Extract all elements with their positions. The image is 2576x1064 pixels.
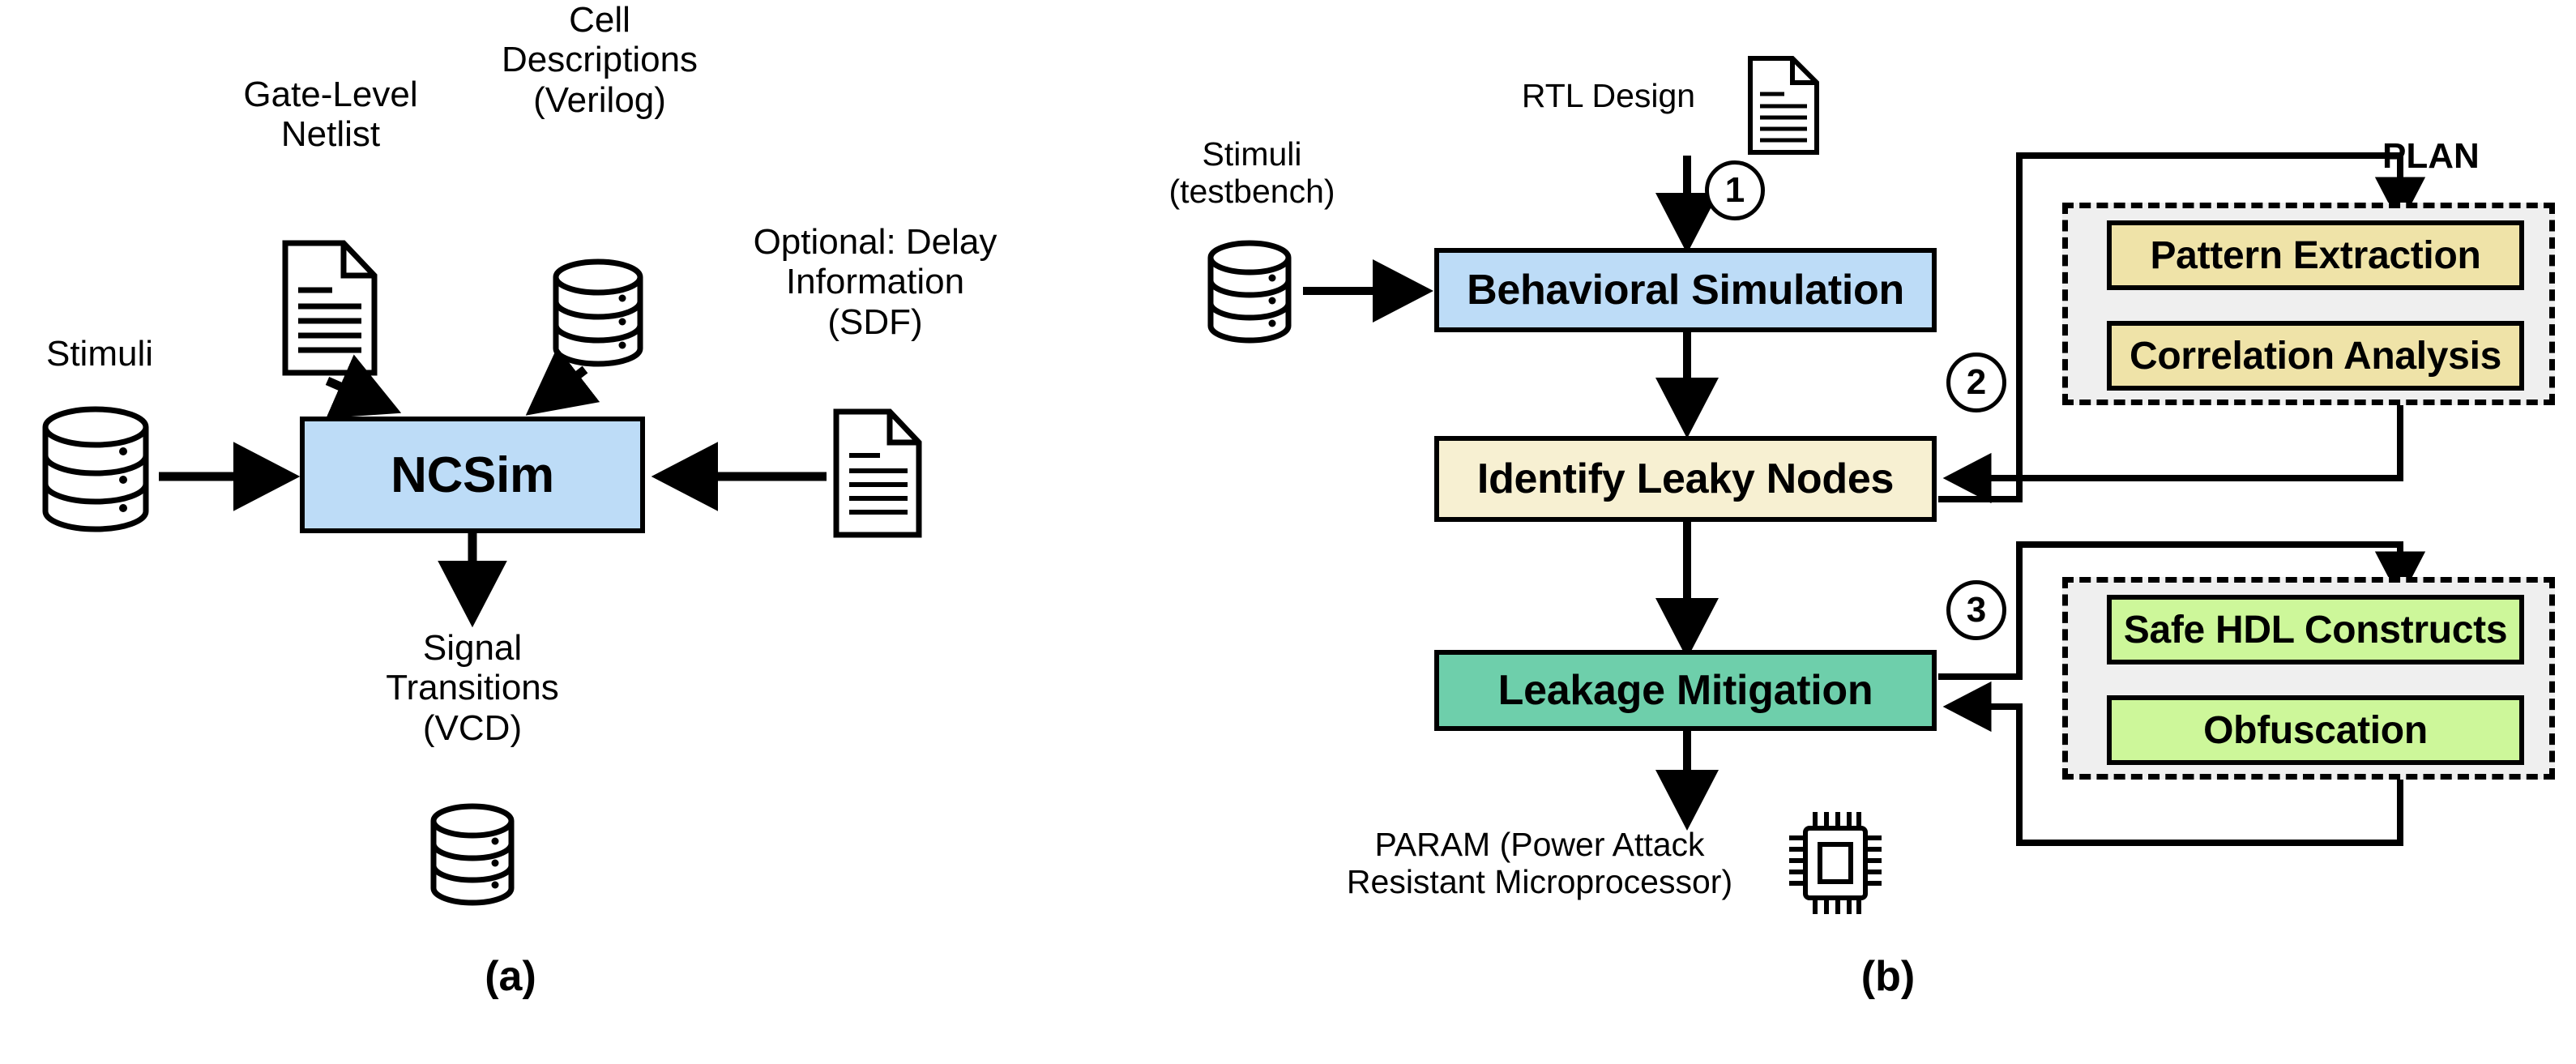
database-icon xyxy=(42,406,149,532)
arrow-obfuscation-to-mitigation xyxy=(1942,681,2403,846)
label-gate-level-netlist: Gate-Level Netlist xyxy=(243,75,418,155)
obfuscation-block: Obfuscation xyxy=(2107,695,2524,765)
chip-icon xyxy=(1789,812,1882,914)
label-stimuli-a: Stimuli xyxy=(45,334,154,374)
label-cell-descriptions: Cell Descriptions (Verilog) xyxy=(501,0,698,120)
arrow-netlist-to-ncsim xyxy=(325,354,402,419)
step-badge-3: 3 xyxy=(1946,580,2006,640)
step-badge-2: 2 xyxy=(1946,353,2006,412)
label-stimuli-testbench: Stimuli (testbench) xyxy=(1168,135,1335,210)
ncsim-block: NCSim xyxy=(300,417,645,533)
plan-label: PLAN xyxy=(2382,136,2480,176)
label-param-output: PARAM (Power Attack Resistant Microproce… xyxy=(1346,826,1733,900)
leakage-mitigation-block: Leakage Mitigation xyxy=(1434,650,1937,731)
document-icon xyxy=(1748,56,1819,155)
label-signal-transitions: Signal Transitions (VCD) xyxy=(386,628,559,748)
arrow-cell-desc-to-ncsim xyxy=(525,347,600,416)
safe-hdl-constructs-block: Safe HDL Constructs xyxy=(2107,595,2524,664)
pattern-extraction-block: Pattern Extraction xyxy=(2107,220,2524,290)
arrow-correlation-to-leaky xyxy=(1942,379,2403,504)
behavioral-simulation-block: Behavioral Simulation xyxy=(1434,248,1937,332)
label-optional-delay-information: Optional: Delay Information (SDF) xyxy=(753,222,998,342)
database-icon xyxy=(430,803,515,906)
correlation-analysis-block: Correlation Analysis xyxy=(2107,321,2524,391)
step-badge-1: 1 xyxy=(1705,160,1765,220)
database-icon xyxy=(1207,240,1292,344)
panel-caption-a: (a) xyxy=(485,953,536,1000)
arrow-leaky-to-pattern-extraction xyxy=(1938,152,2426,502)
label-rtl-design: RTL Design xyxy=(1521,77,1696,114)
panel-caption-b: (b) xyxy=(1860,953,1916,1000)
arrow-mitigation-to-safe-hdl xyxy=(1938,541,2426,680)
document-icon xyxy=(282,240,378,376)
document-icon xyxy=(833,408,922,538)
database-icon xyxy=(553,259,643,367)
identify-leaky-nodes-block: Identify Leaky Nodes xyxy=(1434,436,1937,522)
